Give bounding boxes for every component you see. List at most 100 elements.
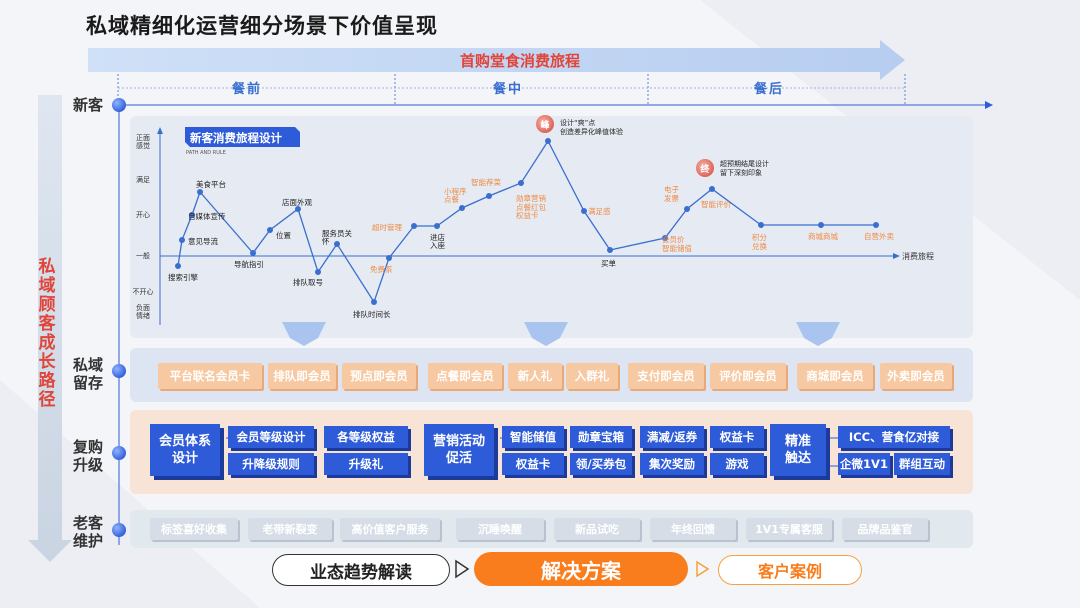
journey-node-label: 自媒体宣传: [188, 212, 226, 221]
repurchase-item: 会员等级设计: [228, 426, 314, 448]
down-chevron: [524, 322, 568, 346]
journey-node-label: 位置: [276, 231, 291, 240]
nav-arrow-icon: [696, 560, 710, 578]
journey-node-label: 排队取号: [293, 278, 323, 287]
journey-node-label: 免费茶: [370, 265, 393, 274]
retain-tag: 排队即会员: [268, 363, 336, 389]
retain-tag: 评价即会员: [710, 363, 786, 389]
journey-node-label: 商城商城: [808, 232, 838, 241]
side-label-repurchase: 复购 升级: [72, 438, 103, 474]
phase-after-meal: 餐后: [754, 82, 785, 97]
journey-node-label: 搜索引擎: [168, 273, 198, 282]
repurchase-item: 各等级权益: [324, 426, 408, 448]
repurchase-item: ICC、营食亿对接: [838, 426, 950, 448]
side-label-old: 老客 维护: [72, 514, 103, 550]
page-title: 私域精细化运营细分场景下价值呈现: [86, 14, 438, 38]
repurchase-panel: [130, 410, 973, 494]
phase-before-meal: 餐前: [232, 82, 263, 97]
peak-badge: [536, 115, 554, 133]
journey-node-label: 积分 兑换: [752, 233, 767, 251]
down-chevron: [796, 322, 840, 346]
bg-decor-shape: [0, 380, 260, 608]
journey-node-label: 服务员关 怀: [322, 229, 352, 246]
nav-solutions[interactable]: 解决方案: [474, 552, 688, 586]
axis-node-ball: [112, 446, 126, 460]
repurchase-item: 领/买券包: [570, 453, 632, 475]
side-label-retain: 私域 留存: [72, 356, 103, 392]
end-badge: [696, 159, 714, 177]
retain-tag: 外卖即会员: [880, 363, 952, 389]
journey-subtitle: PATH AND RULE: [186, 150, 226, 156]
repurchase-item: 满减/返券: [640, 426, 704, 448]
journey-node-label: 意见导流: [188, 237, 218, 246]
end-badge-text: 终: [700, 165, 710, 175]
y-label: 不开心: [132, 288, 154, 296]
journey-node-label: 电子 发票: [664, 185, 679, 203]
journey-title: 新客消费旅程设计: [190, 131, 282, 145]
peak-badge-text: 峰: [540, 121, 550, 131]
repurchase-item: 游戏: [710, 453, 764, 475]
y-label: 一般: [136, 252, 150, 260]
journey-node-label: 智能荐菜: [471, 178, 501, 187]
old-customer-tag: 1V1专属客服: [746, 518, 832, 540]
old-customer-tag: 品牌品鉴官: [842, 518, 928, 540]
repurchase-item: 权益卡: [710, 426, 764, 448]
journey-node-label: 买单: [601, 259, 616, 268]
old-customer-tag: 新品试吃: [554, 518, 640, 540]
marketing-block: 营销活动 促活: [424, 424, 494, 476]
member-system-block: 会员体系 设计: [150, 424, 220, 476]
journey-node-label: 排队时间长: [353, 310, 391, 319]
old-customer-tag: 老带新裂变: [248, 518, 332, 540]
repurchase-item: 企微1V1: [838, 453, 890, 475]
old-customer-tag: 年终回馈: [650, 518, 736, 540]
top-journey-arrow: [88, 40, 905, 80]
journey-node-label: 导航指引: [234, 260, 264, 269]
retain-tag: 新人礼: [508, 363, 562, 389]
journey-panel: [130, 116, 973, 338]
journey-node-label: 满足感: [588, 207, 611, 216]
old-customer-tag: 高价值客户服务: [340, 518, 440, 540]
peak-note: 设计“爽”点 创造差异化峰值体验: [560, 119, 623, 136]
journey-node-label: 自营外卖: [864, 232, 894, 241]
top-journey-label: 首购堂食消费旅程: [459, 52, 580, 70]
end-note: 超预期结尾设计 留下深刻印象: [720, 160, 769, 177]
y-label: 满足: [136, 176, 150, 184]
repurchase-item: 升降级规则: [228, 453, 314, 475]
repurchase-item: 权益卡: [502, 453, 564, 475]
retain-tag: 入群礼: [566, 363, 618, 389]
repurchase-item: 智能储值: [502, 426, 564, 448]
y-label: 开心: [136, 211, 150, 219]
x-axis-label: 消费旅程: [902, 252, 934, 261]
nav-arrow-icon: [455, 559, 470, 579]
retain-tag: 预点即会员: [342, 363, 416, 389]
side-label-new: 新客: [72, 96, 103, 114]
old-customer-tag: 标签喜好收集: [150, 518, 238, 540]
journey-node-label: 超时管理: [372, 223, 402, 232]
journey-node-label: 美食平台: [196, 180, 226, 189]
journey-points: [175, 138, 879, 305]
journey-node-label: 会员价 智能储值: [662, 235, 692, 253]
old-customer-tag: 沉睡唤醒: [456, 518, 544, 540]
repurchase-item: 集次奖励: [640, 453, 704, 475]
nav-industry-trends[interactable]: 业态趋势解读: [272, 554, 450, 586]
y-label: 负面 情绪: [136, 304, 150, 320]
journey-node-label: 小程序 点餐: [444, 187, 467, 204]
down-chevron: [282, 322, 326, 346]
phase-during-meal: 餐中: [493, 82, 524, 97]
journey-node-label: 店面外观: [282, 198, 312, 207]
retain-tag: 点餐即会员: [428, 363, 502, 389]
retain-tag: 支付即会员: [628, 363, 704, 389]
growth-path-title: 私域顾客成长路径: [38, 257, 56, 410]
repurchase-item: 升级礼: [324, 453, 408, 475]
nav-customer-cases[interactable]: 客户案例: [718, 555, 862, 585]
axis-node-ball: [112, 98, 126, 112]
growth-path-arrow: [28, 95, 72, 562]
journey-node-label: 智能评价: [701, 200, 731, 209]
retain-tag: 商城即会员: [797, 363, 873, 389]
journey-node-label: 勋章营销 点餐红包 权益卡: [516, 194, 546, 220]
axis-node-ball: [112, 523, 126, 537]
y-label: 正面 感觉: [136, 134, 150, 150]
journey-node-label: 进店 入座: [430, 233, 445, 250]
repurchase-item: 群组互动: [894, 453, 950, 475]
